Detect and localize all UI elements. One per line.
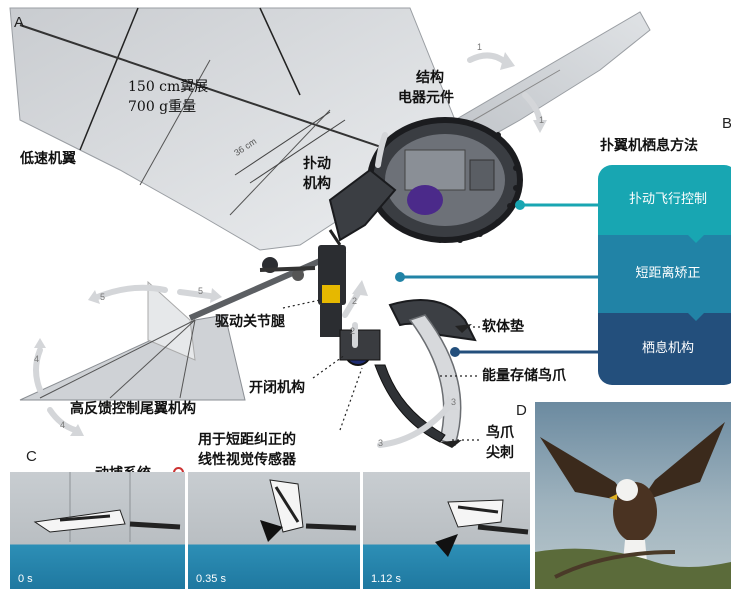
eagle-illustration: [535, 422, 731, 589]
step-number: 4: [60, 420, 66, 430]
step-number: 1: [539, 115, 545, 125]
flow-item-label: 扑动飞行控制: [628, 192, 707, 207]
tail-wing: [19, 314, 246, 401]
claw-spine-label-2: 尖刺: [486, 445, 514, 461]
frame-content: [260, 479, 357, 542]
step-number: 4: [34, 354, 40, 364]
electronics-label: 电器元件: [398, 90, 454, 106]
step-number: 3: [451, 397, 457, 407]
panel-label-b: B: [722, 115, 731, 132]
vision-sensor-label-2: 线性视觉传感器: [198, 452, 296, 468]
structure-label: 结构: [416, 70, 444, 86]
frame-photo: 1.12 s: [363, 472, 530, 589]
frame-content: [435, 499, 529, 557]
energy-claw-label: 能量存储鸟爪: [482, 368, 566, 384]
frame-time: 1.12 s: [371, 573, 401, 585]
frame-content: [33, 472, 181, 542]
vision-sensor-label-1: 用于短距纠正的: [198, 432, 296, 448]
frame-photo: 0.35 s: [188, 472, 360, 589]
panel-label-c: C: [26, 448, 37, 465]
tail-label: 高反馈控制尾翼机构: [70, 401, 196, 417]
step-number: 3: [378, 438, 384, 448]
step-number: 5: [100, 292, 106, 302]
step-number: 1: [477, 42, 483, 52]
flow-item-label: 栖息机构: [641, 341, 694, 356]
step-number: 5: [198, 286, 204, 296]
flow-notch: [686, 233, 706, 243]
claw-spine-label-1: 鸟爪: [486, 425, 514, 441]
wingspan-label: 150 cm翼展: [128, 79, 209, 95]
slow-wing-label: 低速机翼: [20, 151, 76, 167]
soft-pad-label: 软体垫: [482, 319, 524, 335]
panel-label-d: D: [516, 402, 527, 419]
flow-title: 扑翼机栖息方法: [600, 138, 698, 154]
flow-item-perching-mechanism: 栖息机构: [598, 313, 731, 385]
weight-label: 700 g重量: [128, 99, 197, 115]
open-close-label: 开闭机构: [249, 380, 305, 396]
frame-time: 0 s: [18, 573, 33, 585]
step-number: 2: [350, 326, 356, 336]
flapping-label-2: 机构: [303, 176, 331, 192]
flow-item-short-range-correction: 短距离矫正: [598, 235, 731, 313]
drive-joint-leg-label: 驱动关节腿: [215, 314, 285, 330]
flow-notch: [686, 311, 706, 321]
step-number: 2: [352, 296, 358, 306]
frame-photo: 0 s: [10, 472, 185, 589]
eagle-photo: [535, 402, 731, 589]
flow-item-flapping-control: 扑动飞行控制: [598, 165, 731, 235]
claw: [388, 299, 477, 342]
flapping-label-1: 扑动: [303, 156, 331, 172]
flow-item-label: 短距离矫正: [635, 266, 701, 281]
frame-time: 0.35 s: [196, 573, 226, 585]
panel-label-a: A: [14, 14, 25, 31]
